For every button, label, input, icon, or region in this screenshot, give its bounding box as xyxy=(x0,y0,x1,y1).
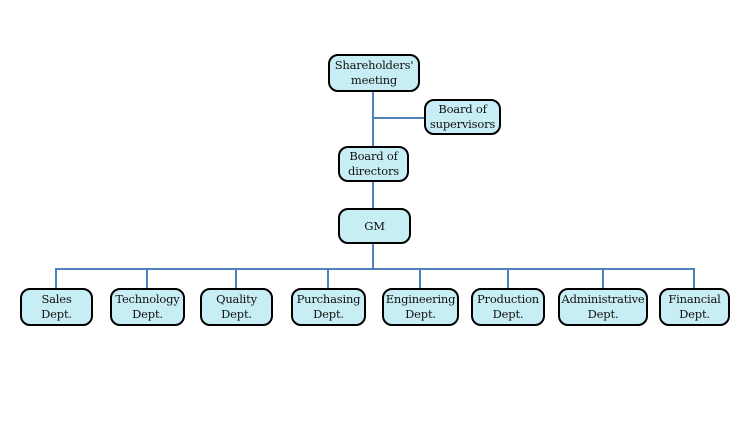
node-label: Board of xyxy=(438,102,487,116)
connector-directors-gm xyxy=(372,182,374,208)
node-label: Board of xyxy=(349,149,398,163)
node-label: supervisors xyxy=(429,117,496,131)
node-label: Purchasing xyxy=(296,292,361,306)
connector-stub-production xyxy=(507,268,509,288)
connector-stub-administrative xyxy=(602,268,604,288)
node-label: GM xyxy=(364,218,385,233)
node-label: Technology xyxy=(115,292,180,306)
node-label: Dept. xyxy=(132,307,163,321)
node-technology-dept: Technology Dept. xyxy=(110,288,185,326)
node-board-of-directors: Board of directors xyxy=(338,146,409,182)
node-label: Administrative xyxy=(561,292,645,306)
node-gm: GM xyxy=(338,208,411,244)
connector-shareholders-directors xyxy=(372,92,374,146)
node-purchasing-dept: Purchasing Dept. xyxy=(291,288,366,326)
connector-stub-technology xyxy=(146,268,148,288)
node-label: Dept. xyxy=(41,307,72,321)
connector-stub-quality xyxy=(235,268,237,288)
node-board-of-supervisors: Board of supervisors xyxy=(424,99,501,135)
connector-gm-bus xyxy=(372,244,374,270)
connector-stub-financial xyxy=(693,268,695,288)
node-label: Production xyxy=(477,292,539,306)
node-financial-dept: Financial Dept. xyxy=(659,288,730,326)
node-production-dept: Production Dept. xyxy=(471,288,545,326)
node-label: Financial xyxy=(668,292,721,306)
node-label: Engineering xyxy=(385,292,456,306)
node-label: Quality xyxy=(216,292,257,306)
connector-stub-engineering xyxy=(419,268,421,288)
node-label: Dept. xyxy=(221,307,252,321)
connector-to-supervisors xyxy=(372,117,424,119)
node-label: Sales xyxy=(41,292,72,306)
node-label: Dept. xyxy=(679,307,710,321)
node-label: Dept. xyxy=(405,307,436,321)
node-label: Dept. xyxy=(313,307,344,321)
node-label: directors xyxy=(348,164,399,178)
node-label: meeting xyxy=(350,73,398,87)
connector-stub-purchasing xyxy=(327,268,329,288)
connector-stub-sales xyxy=(55,268,57,288)
node-shareholders-meeting: Shareholders' meeting xyxy=(328,54,420,92)
node-label: Shareholders' xyxy=(334,58,414,72)
node-label: Dept. xyxy=(587,307,619,321)
node-administrative-dept: Administrative Dept. xyxy=(558,288,648,326)
node-engineering-dept: Engineering Dept. xyxy=(382,288,459,326)
node-label: Dept. xyxy=(492,307,524,321)
node-quality-dept: Quality Dept. xyxy=(200,288,273,326)
node-sales-dept: Sales Dept. xyxy=(20,288,93,326)
connector-department-bus xyxy=(56,268,695,270)
